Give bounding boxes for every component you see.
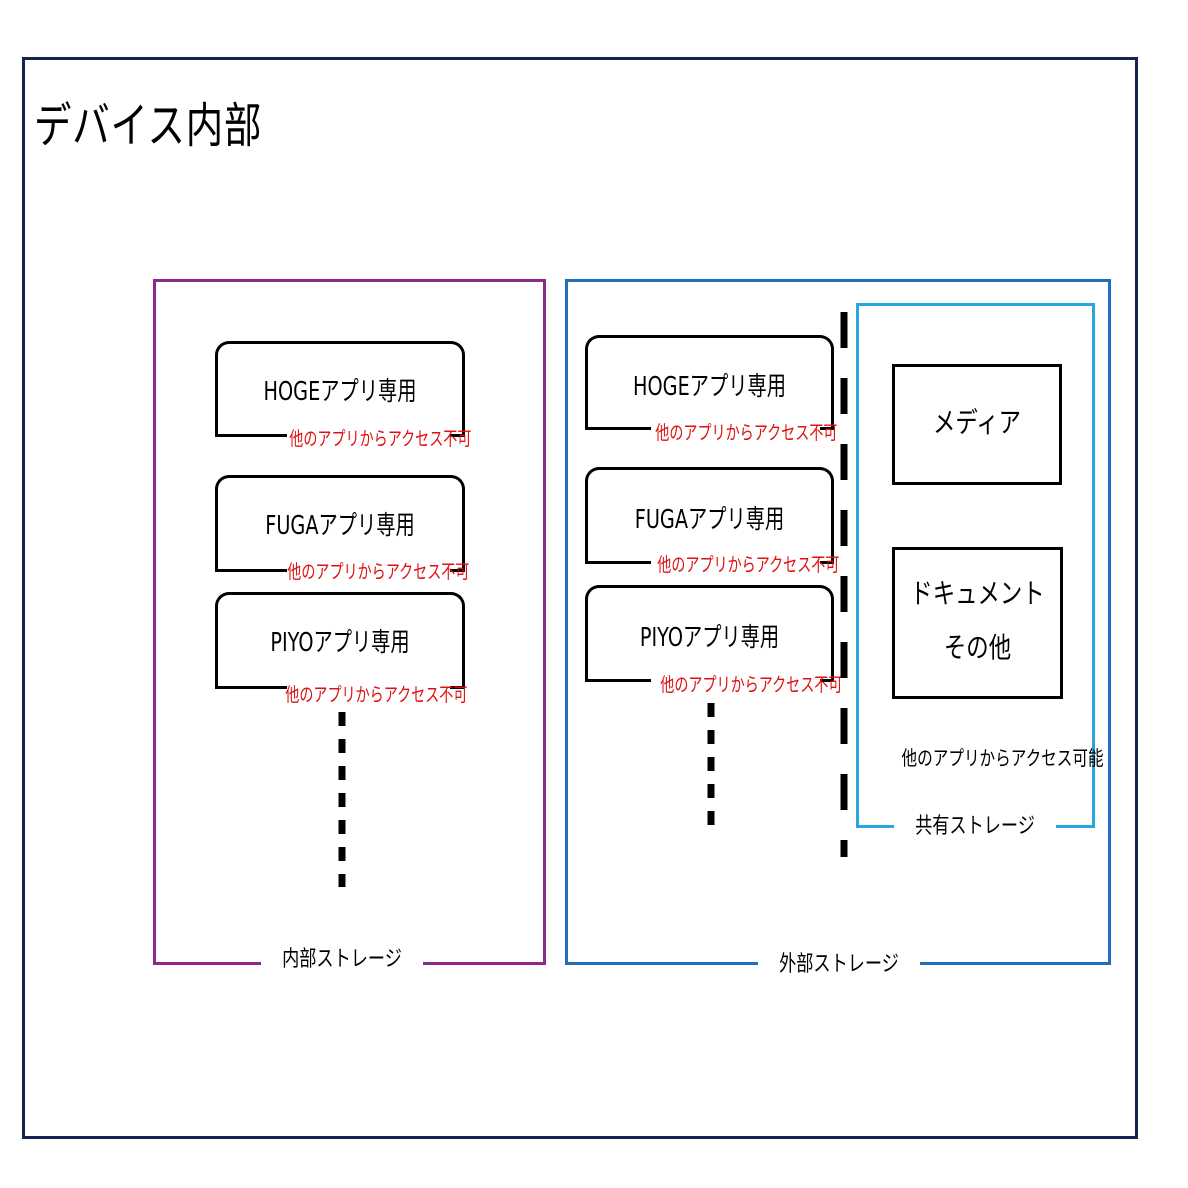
internal-app-hoge-note: 他のアプリからアクセス不可 <box>289 428 472 450</box>
internal-app-hoge-name: HOGEアプリ専用 <box>263 377 417 407</box>
internal-app-piyo-bottom <box>215 686 287 689</box>
shared-storage-bottom-left <box>856 825 894 828</box>
internal-app-piyo-name: PIYOアプリ専用 <box>270 628 410 658</box>
external-app-hoge-note: 他のアプリからアクセス不可 <box>655 422 838 444</box>
external-storage-frame <box>565 279 1111 965</box>
documents-box <box>892 547 1063 699</box>
external-storage-bottom-right <box>920 962 1111 965</box>
internal-app-piyo <box>215 592 465 689</box>
external-storage-bottom-left <box>565 962 758 965</box>
internal-storage-bottom-right <box>423 962 546 965</box>
internal-app-hoge-bottom-right <box>450 434 465 437</box>
internal-app-fuga-name: FUGAアプリ専用 <box>265 511 415 541</box>
shared-access-note: 他のアプリからアクセス可能 <box>901 746 1104 770</box>
external-app-piyo <box>585 585 834 682</box>
shared-storage-frame <box>856 303 1095 828</box>
media-box <box>892 364 1062 485</box>
external-storage-label: 外部ストレージ <box>779 952 899 977</box>
internal-app-fuga <box>215 475 465 572</box>
internal-app-piyo-bottom-right <box>450 686 465 689</box>
internal-app-fuga-bottom <box>215 569 287 572</box>
internal-storage-bottom-left <box>153 962 261 965</box>
external-app-piyo-bottom <box>585 679 651 682</box>
external-ellipsis-dashes <box>707 703 715 828</box>
external-app-fuga-bottom <box>585 561 651 564</box>
device-title: デバイス内部 <box>34 98 263 154</box>
documents-label-line1: ドキュメント <box>910 577 1045 610</box>
shared-storage-label: 共有ストレージ <box>915 814 1035 839</box>
internal-ellipsis-dashes <box>338 712 346 887</box>
internal-storage-frame <box>153 279 546 965</box>
device-frame <box>22 57 1138 1139</box>
external-app-piyo-note: 他のアプリからアクセス不可 <box>660 674 843 696</box>
external-app-hoge-name: HOGEアプリ専用 <box>633 372 786 402</box>
internal-storage-label: 内部ストレージ <box>282 947 402 972</box>
external-app-fuga-note: 他のアプリからアクセス不可 <box>657 554 840 576</box>
external-app-fuga-bottom-right <box>820 561 834 564</box>
external-app-hoge <box>585 335 834 430</box>
internal-app-hoge-bottom <box>215 434 287 437</box>
external-app-piyo-name: PIYOアプリ専用 <box>639 623 780 653</box>
shared-boundary-dashes <box>840 312 848 857</box>
documents-label-line2: その他 <box>943 631 1012 664</box>
shared-storage-bottom-right <box>1056 825 1095 828</box>
internal-app-fuga-bottom-right <box>450 569 465 572</box>
external-app-fuga <box>585 467 834 564</box>
media-label: メディア <box>932 406 1022 439</box>
internal-app-fuga-note: 他のアプリからアクセス不可 <box>287 561 470 583</box>
external-app-hoge-bottom-right <box>820 427 834 430</box>
internal-app-piyo-note: 他のアプリからアクセス不可 <box>285 684 468 706</box>
external-app-fuga-name: FUGAアプリ専用 <box>634 505 785 535</box>
external-app-piyo-bottom-right <box>820 679 834 682</box>
external-app-hoge-bottom <box>585 427 651 430</box>
internal-app-hoge <box>215 341 465 437</box>
